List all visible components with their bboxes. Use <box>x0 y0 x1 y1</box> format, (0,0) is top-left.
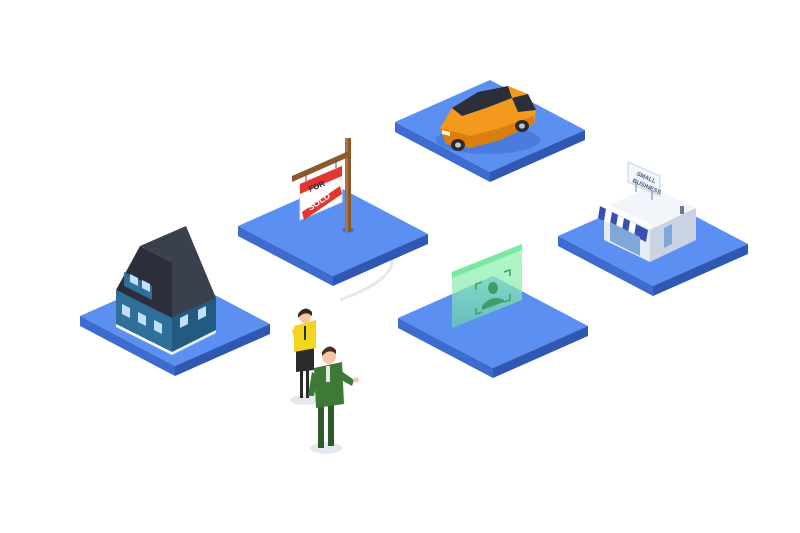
store-icon: SMALL BUSINESS <box>598 161 696 262</box>
woman-figure <box>290 308 318 405</box>
platform-identity <box>398 276 588 378</box>
house-icon <box>116 226 216 355</box>
man-figure <box>308 346 359 454</box>
id-card-icon <box>452 244 522 328</box>
platform-sold-sign <box>238 184 428 286</box>
connector-line <box>339 257 394 302</box>
car-icon <box>436 86 540 154</box>
sold-sign-icon: FOR SOLD <box>292 138 354 233</box>
